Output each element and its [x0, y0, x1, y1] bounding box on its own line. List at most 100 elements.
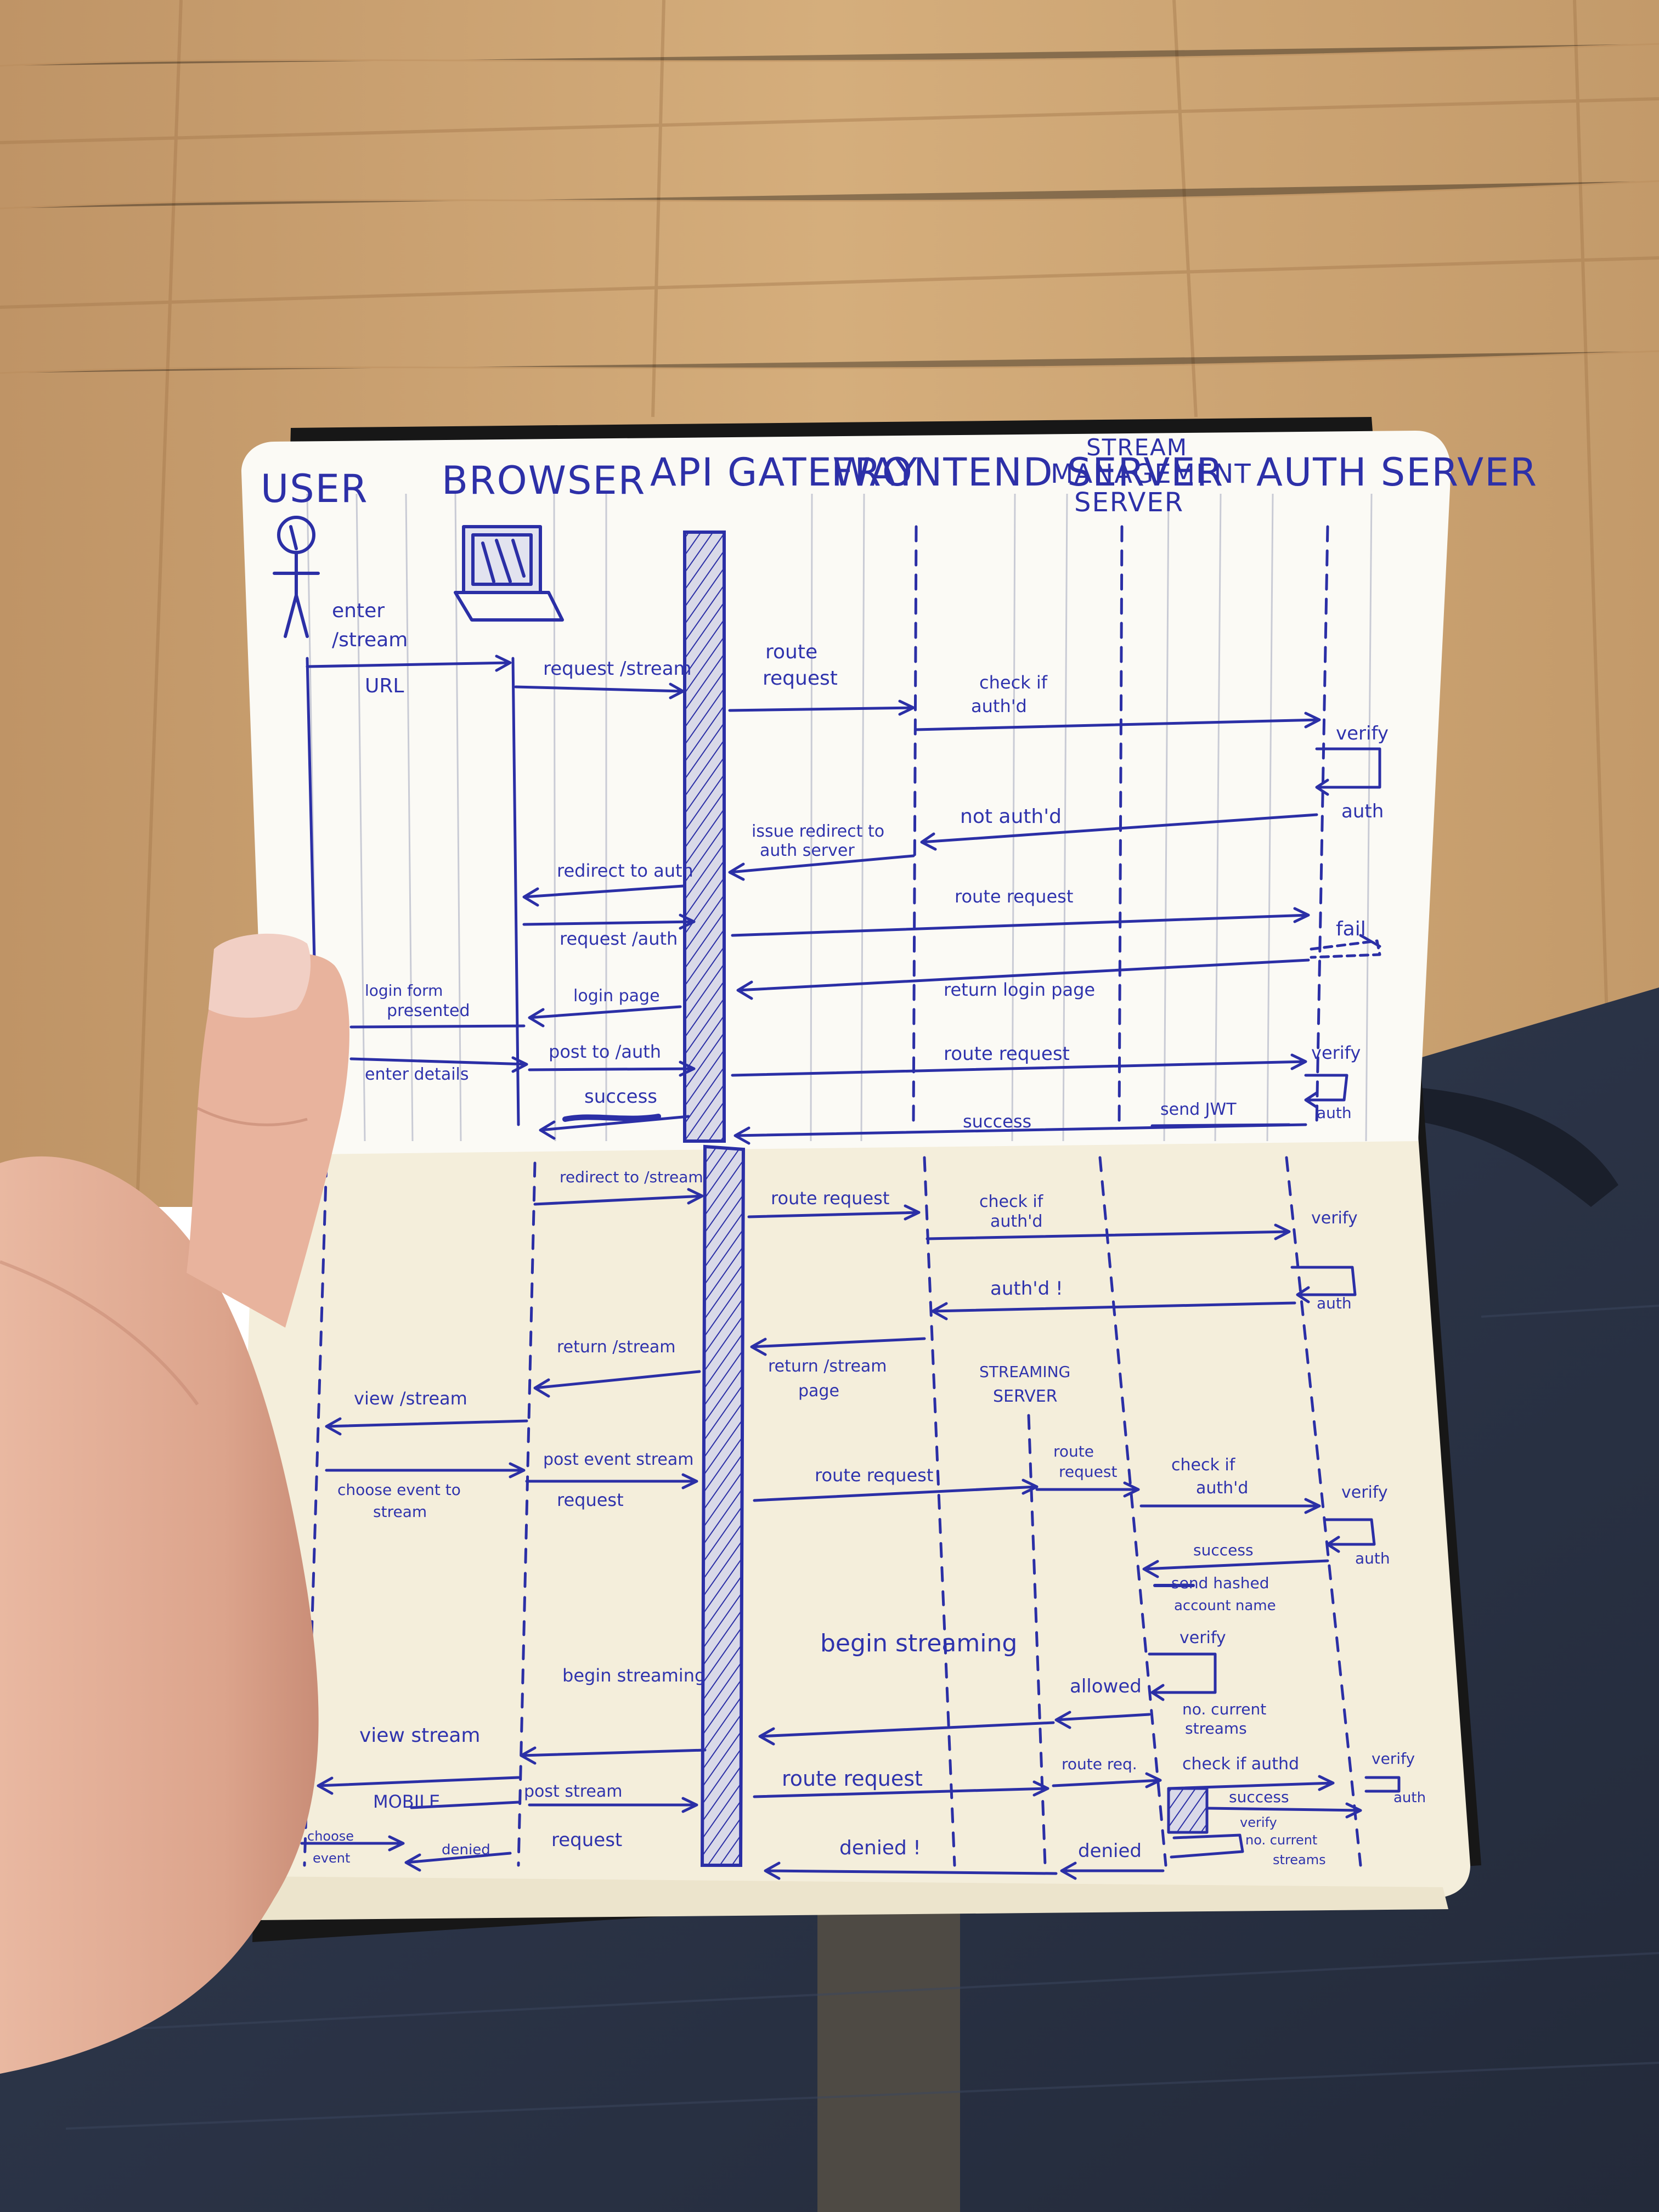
label-auth-3: auth: [1317, 1294, 1352, 1312]
label-url: URL: [365, 675, 404, 697]
label-return-stream-page: return /stream: [768, 1357, 887, 1376]
label-no-current-2: no. current: [1245, 1832, 1317, 1848]
label-request-auth: request /auth: [560, 928, 678, 949]
label-no-current-1: no. current: [1182, 1700, 1266, 1718]
label-post-to-auth: post to /auth: [549, 1041, 661, 1062]
top-page-labels: enter /stream URL request /stream route …: [332, 600, 1389, 1132]
actor-label-stream-line3: SERVER: [1074, 487, 1184, 518]
label-event: event: [313, 1850, 350, 1866]
label-stream-2: stream: [373, 1503, 427, 1521]
label-auth-server: auth server: [760, 841, 855, 860]
label-enter: enter: [332, 600, 385, 622]
label-authd-1: auth'd: [971, 696, 1027, 716]
actor-label-stream-line2: MANAGEMENT: [1051, 459, 1252, 489]
label-post-stream: post stream: [524, 1782, 622, 1801]
label-redirect-to-stream: redirect to /stream: [560, 1168, 703, 1186]
label-fail: fail: [1336, 918, 1366, 940]
label-route-request-4: route request: [771, 1188, 889, 1209]
actor-label-user: USER: [261, 466, 369, 511]
diagram-header: USER BROWSER API GATEWAY FRONTEND SERVER…: [261, 434, 1538, 518]
label-begin-streaming-1: begin streaming: [820, 1629, 1017, 1657]
actor-label-api-gateway: API GATEWAY: [650, 450, 918, 495]
label-send-hashed: send hashed: [1171, 1574, 1269, 1592]
label-allowed: allowed: [1070, 1675, 1142, 1697]
top-page: [241, 431, 1451, 1155]
bottom-page-labels: redirect to /stream route request check …: [307, 1168, 1426, 1867]
label-success-4: success: [1229, 1788, 1289, 1806]
label-verify-1: verify: [1336, 723, 1389, 744]
label-return-login-page: return login page: [944, 979, 1095, 1000]
label-check-if-2: check if: [979, 1192, 1044, 1211]
label-verify-3: verify: [1311, 1209, 1358, 1228]
api-gateway-activation-bar: [683, 531, 746, 1867]
label-authd-3: auth'd: [1196, 1479, 1248, 1498]
label-request-3: request: [1059, 1463, 1117, 1481]
label-login-page: login page: [573, 986, 660, 1006]
label-return-stream-1: return /stream: [557, 1338, 676, 1357]
label-send-jwt: send JWT: [1160, 1100, 1237, 1119]
label-streams-1: streams: [1185, 1719, 1247, 1737]
label-auth-2: auth: [1317, 1104, 1352, 1122]
label-choose-event: choose event to: [337, 1481, 461, 1499]
label-verify-4: verify: [1341, 1483, 1388, 1502]
label-mobile: MOBILE: [373, 1791, 440, 1812]
laptop-icon: [454, 525, 564, 622]
label-success-3: success: [1193, 1541, 1254, 1559]
label-presented: presented: [387, 1001, 470, 1020]
actor-label-auth-server: AUTH SERVER: [1256, 450, 1538, 495]
actor-label-browser: BROWSER: [442, 458, 646, 503]
label-streams-2: streams: [1273, 1852, 1326, 1867]
top-page-arrows: [306, 654, 1381, 1145]
label-verify-7: verify: [1240, 1815, 1277, 1830]
lifelines: [306, 525, 1329, 1126]
label-request-2: request: [557, 1489, 624, 1510]
label-enter-details: enter details: [365, 1065, 469, 1084]
bottom-page: [230, 1136, 1470, 1920]
label-check-if-3: check if: [1171, 1455, 1236, 1475]
label-server: SERVER: [993, 1387, 1058, 1406]
label-verify-5: verify: [1180, 1628, 1226, 1647]
label-auth-4: auth: [1355, 1549, 1390, 1567]
label-auth-1: auth: [1341, 800, 1384, 822]
label-route-request-2: route request: [955, 886, 1073, 907]
label-authd-2: auth'd: [990, 1212, 1042, 1231]
label-issue-redirect: issue redirect to: [752, 822, 884, 841]
label-verify-6: verify: [1372, 1750, 1415, 1768]
label-request: request: [763, 667, 838, 690]
label-check-if-1: check if: [979, 672, 1048, 693]
label-page: page: [798, 1381, 839, 1401]
label-request-stream: request /stream: [543, 658, 692, 680]
label-denied-1: denied: [442, 1842, 490, 1858]
actor-label-frontend-server: FRONTEND SERVER: [831, 450, 1224, 495]
hand: [0, 933, 349, 2074]
actor-label-stream-line1: STREAM: [1086, 434, 1188, 461]
stick-figure-icon: [273, 516, 320, 638]
label-success-2: success: [584, 1086, 657, 1108]
label-success-1: success: [963, 1111, 1031, 1132]
label-begin-streaming-2: begin streaming: [562, 1665, 706, 1686]
label-post-event-stream: post event stream: [543, 1450, 693, 1469]
label-stream: /stream: [332, 629, 408, 651]
label-redirect-to-auth: redirect to auth: [557, 860, 693, 881]
label-auth-5: auth: [1393, 1790, 1426, 1806]
label-denied-2: denied !: [839, 1837, 921, 1859]
label-denied-3: denied: [1078, 1840, 1142, 1862]
label-route-request-5: route request: [815, 1465, 933, 1486]
label-route-request-3: route request: [944, 1043, 1070, 1065]
label-streaming: STREAMING: [979, 1363, 1070, 1381]
label-route: route: [765, 641, 817, 663]
label-request-4: request: [551, 1829, 622, 1851]
label-route-request-7: route request: [782, 1767, 923, 1791]
label-view-stream-1: view /stream: [354, 1388, 467, 1409]
label-authd: auth'd !: [990, 1278, 1063, 1300]
label-account-name: account name: [1174, 1598, 1276, 1614]
label-login-form: login form: [365, 981, 443, 1000]
label-route-2: route: [1053, 1442, 1094, 1460]
label-not-authd: not auth'd: [960, 805, 1062, 828]
bottom-page-arrows: [300, 1188, 1401, 1880]
label-check-if-authd-4: check if authd: [1182, 1754, 1299, 1774]
label-view-stream-2: view stream: [359, 1724, 481, 1747]
label-verify-2: verify: [1311, 1042, 1361, 1063]
label-route-req: route req.: [1062, 1755, 1137, 1773]
